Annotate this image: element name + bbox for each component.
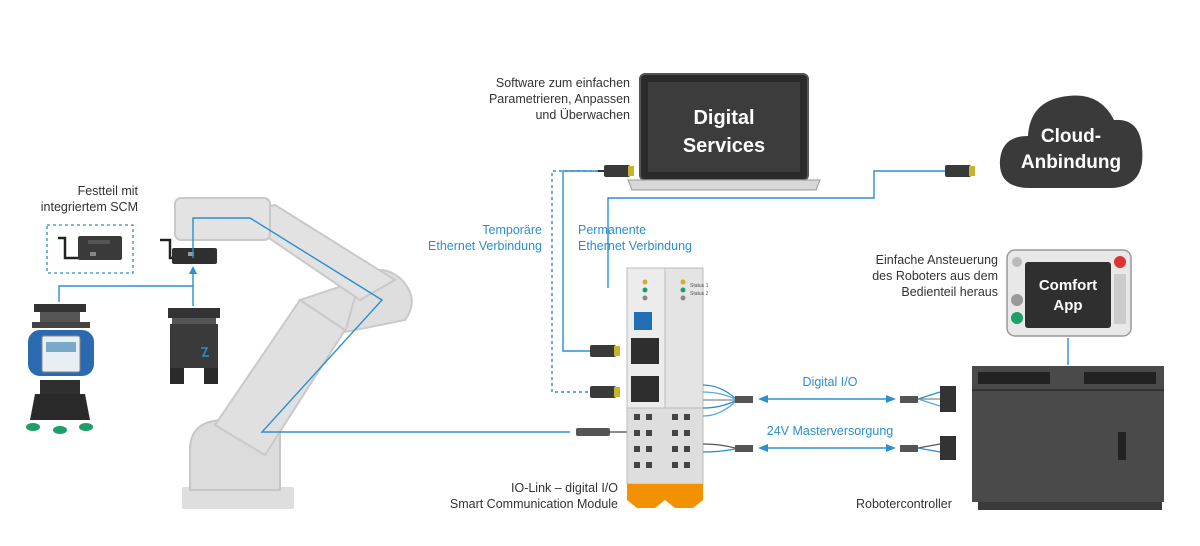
label-module: IO-Link – digital I/O Smart Communicatio… [449,481,618,511]
label-permanent-ethernet: Permanente Ethernet Verbindung [578,223,692,253]
label-software: Software zum einfachen Parametrieren, An… [488,76,630,122]
robot-arm [174,197,413,509]
ethernet-plug-temporary [590,386,620,398]
ethernet-plug-laptop [598,165,634,177]
cloud [999,95,1143,188]
festteil-box [46,224,134,274]
module-led-1: Status 1 [690,283,709,289]
io-arrows [758,395,896,452]
scm-module: Status 1 Status 2 [626,267,709,508]
label-robot-controller: Robotercontroller [856,497,952,511]
cable-lines [58,170,1069,433]
label-master-supply: 24V Masterversorgung [766,424,894,438]
label-cloud: Cloud- Anbindung [1020,126,1122,173]
laptop [627,73,821,191]
label-comfort-app: Comfort App [1038,277,1098,314]
parallel-gripper [168,308,220,384]
io-wires [702,384,753,453]
teach-pendant [1006,249,1132,337]
label-digital-io: Digital I/O [802,375,858,389]
label-digital-services: Digital Services [682,107,766,157]
label-festteil: Festteil mit integriertem SCM [40,184,138,214]
tool-flange-part [160,238,217,264]
module-led-2: Status 2 [690,291,709,297]
vacuum-gripper [26,304,94,434]
label-teach-pendant: Einfache Ansteuerung des Roboters aus de… [872,253,998,299]
ethernet-plug-permanent [590,345,620,357]
controller-wires [900,386,956,460]
ethernet-plug-cloud [945,165,975,177]
robot-controller [972,366,1164,510]
label-temporary-ethernet: Temporäre Ethernet Verbindung [428,223,542,253]
robot-cable-plug [576,428,628,436]
